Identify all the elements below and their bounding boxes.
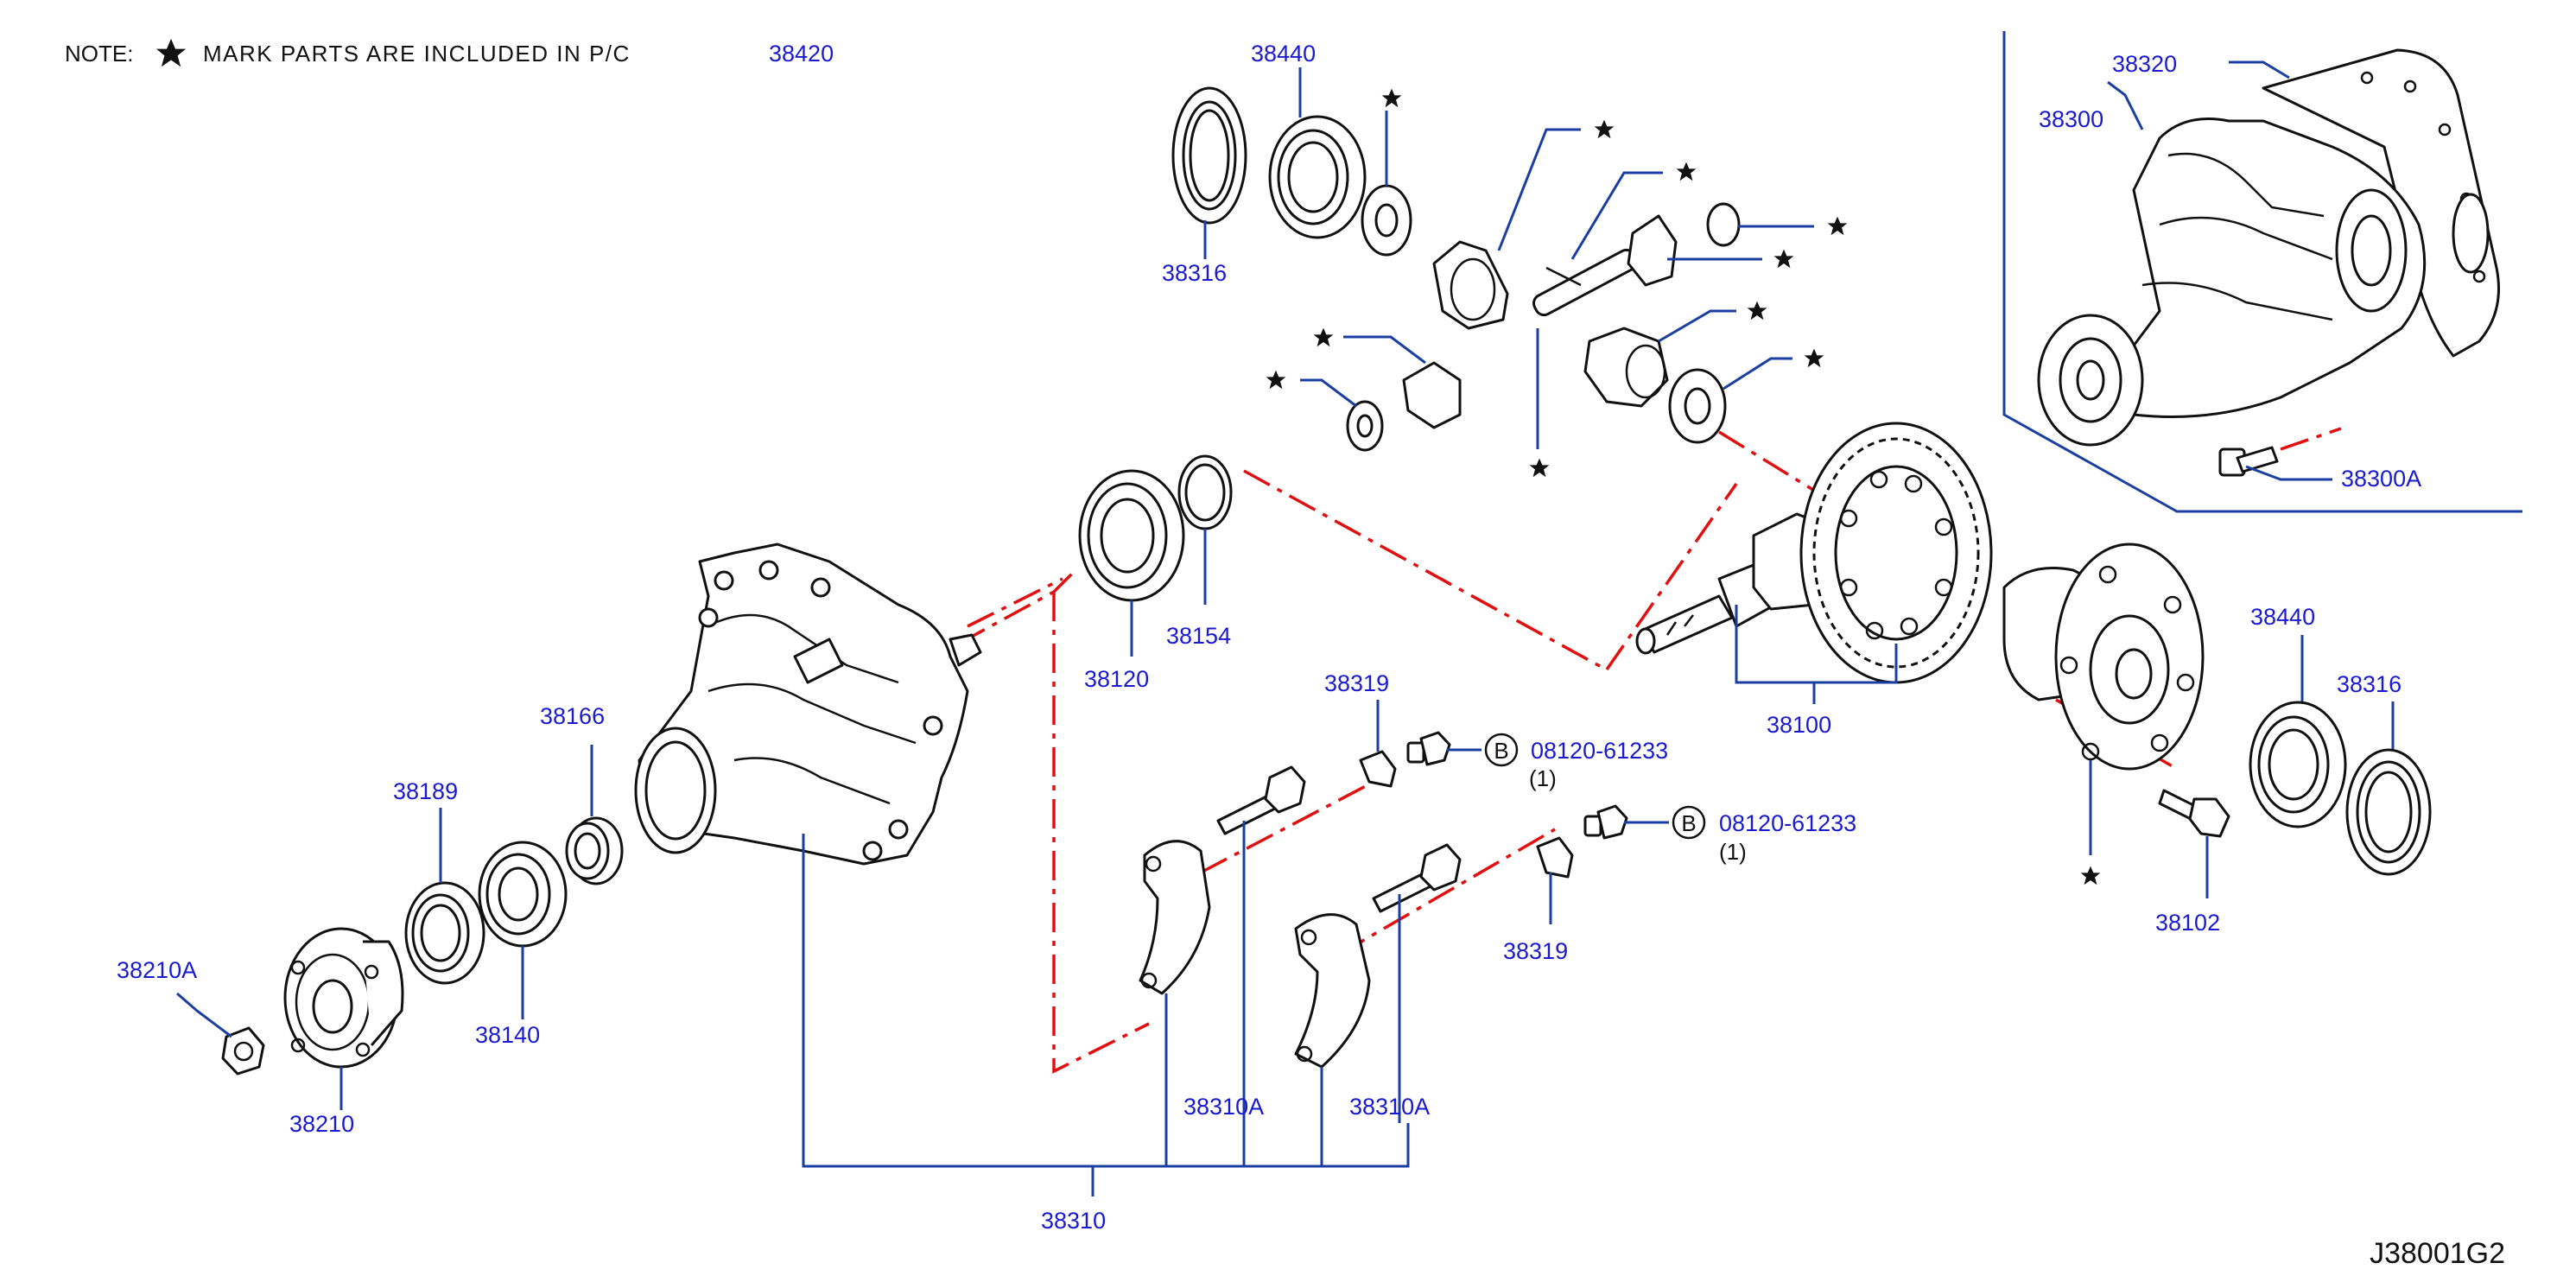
label-38140: 38140 bbox=[475, 1022, 540, 1048]
bearing-38140 bbox=[478, 841, 568, 948]
svg-text:B: B bbox=[1681, 810, 1696, 836]
oil-seal-right bbox=[2345, 748, 2432, 876]
nut-38210a bbox=[221, 1026, 265, 1076]
ring-gear bbox=[1799, 422, 1993, 684]
star-icon bbox=[1747, 301, 1767, 320]
label-38120: 38120 bbox=[1084, 666, 1149, 692]
label-38319-top: 38319 bbox=[1324, 670, 1389, 696]
note-text: MARK PARTS ARE INCLUDED IN P/C bbox=[203, 41, 631, 67]
star-icon bbox=[2080, 866, 2101, 885]
flange-38210 bbox=[283, 927, 404, 1069]
svg-text:B: B bbox=[1494, 738, 1508, 764]
label-38440-top: 38440 bbox=[1251, 41, 1316, 67]
star-icon bbox=[1773, 249, 1794, 269]
pinion-bearing bbox=[1078, 469, 1185, 602]
label-38420: 38420 bbox=[769, 41, 834, 67]
label-38310a-left: 38310A bbox=[1183, 1094, 1264, 1120]
label-38319-bottom: 38319 bbox=[1503, 938, 1568, 964]
bearing-cap-left bbox=[1139, 840, 1211, 995]
star-icon bbox=[1676, 162, 1697, 181]
oil-seal-top bbox=[1171, 86, 1247, 225]
bolt-part-1: 08120-61233 bbox=[1531, 738, 1668, 764]
label-38100: 38100 bbox=[1767, 712, 1831, 738]
bolt-qty-2: (1) bbox=[1719, 839, 1747, 865]
lock-plate-bottom bbox=[1536, 804, 1628, 879]
label-38310: 38310 bbox=[1041, 1208, 1106, 1234]
label-38300a: 38300A bbox=[2341, 466, 2421, 492]
label-38316-top: 38316 bbox=[1162, 260, 1227, 286]
ring-gear-bolt bbox=[2158, 789, 2230, 838]
lock-plate-top bbox=[1359, 731, 1451, 788]
star-icon bbox=[1529, 458, 1550, 478]
side-bearing-right bbox=[2249, 701, 2347, 828]
label-38189: 38189 bbox=[393, 778, 458, 804]
bearing-cap-right bbox=[1294, 913, 1371, 1069]
label-38310a-right: 38310A bbox=[1349, 1094, 1430, 1120]
bolt-badge-2: B bbox=[1672, 805, 1706, 840]
label-38154: 38154 bbox=[1166, 623, 1231, 649]
label-38102: 38102 bbox=[2155, 910, 2220, 936]
star-icon bbox=[1827, 216, 1848, 236]
star-icon bbox=[155, 38, 187, 67]
star-icon bbox=[1804, 348, 1824, 368]
star-icon bbox=[1266, 370, 1286, 390]
pc-gear-set bbox=[1266, 88, 1848, 478]
label-38316-right: 38316 bbox=[2337, 671, 2402, 697]
seal-38189 bbox=[404, 881, 485, 985]
label-38300: 38300 bbox=[2039, 106, 2103, 132]
side-bearing-top bbox=[1268, 115, 1367, 239]
cap-bolt-right bbox=[1372, 843, 1462, 913]
label-38320: 38320 bbox=[2112, 51, 2177, 77]
gear-carrier-housing bbox=[634, 543, 982, 866]
star-icon bbox=[1594, 119, 1615, 139]
bolt-badge-1: B bbox=[1484, 733, 1519, 767]
pinion-shim bbox=[1177, 454, 1233, 530]
note-prefix: NOTE: bbox=[65, 41, 133, 67]
carrier-assembly-inset bbox=[2002, 31, 2522, 513]
label-38440-right: 38440 bbox=[2250, 604, 2315, 630]
label-38210: 38210 bbox=[289, 1111, 354, 1137]
star-icon bbox=[1381, 88, 1402, 108]
differential-case bbox=[2002, 543, 2205, 771]
bolt-part-2: 08120-61233 bbox=[1719, 810, 1856, 836]
label-38166: 38166 bbox=[540, 703, 605, 729]
bolt-qty-1: (1) bbox=[1529, 765, 1557, 791]
spacer-38166 bbox=[565, 816, 624, 885]
label-38210a: 38210A bbox=[117, 957, 197, 983]
diagram-code: J38001G2 bbox=[2370, 1237, 2505, 1270]
star-icon bbox=[1313, 327, 1334, 347]
cap-bolt-left bbox=[1216, 765, 1306, 835]
